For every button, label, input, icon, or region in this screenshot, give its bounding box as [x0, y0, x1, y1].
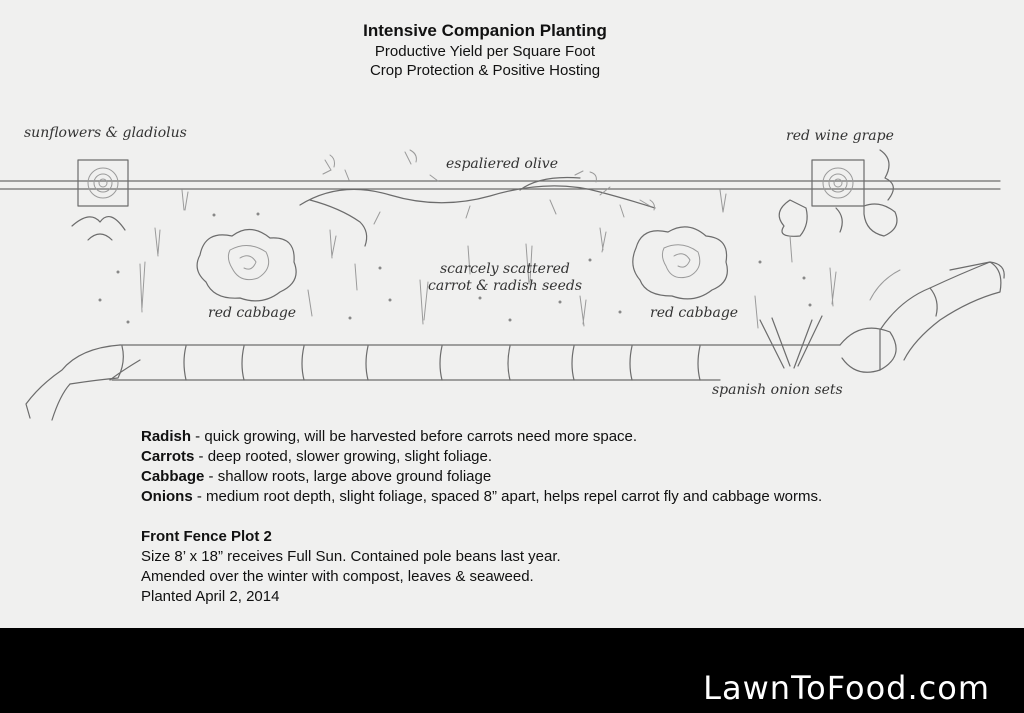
notes-block: Radish - quick growing, will be harveste…	[141, 427, 961, 607]
plot-line: Size 8’ x 18” receives Full Sun. Contain…	[141, 548, 561, 565]
brand-watermark: LawnToFood.com	[703, 669, 990, 707]
plot-line: Planted April 2, 2014	[141, 588, 280, 605]
subtitle-line: Crop Protection & Positive Hosting	[369, 62, 601, 79]
note-cabbage: Cabbage - shallow roots, large above gro…	[141, 467, 961, 487]
label-seeds-line1: scarcely scattered	[440, 261, 570, 277]
label-grape: red wine grape	[786, 128, 894, 144]
cabbage-right-icon	[632, 226, 728, 300]
plot-heading: Front Fence Plot 2	[141, 527, 961, 547]
note-term: Carrots	[141, 448, 195, 465]
label-onions: spanish onion sets	[712, 382, 843, 398]
onion-sets-icon	[759, 315, 823, 369]
note-term: Radish	[141, 428, 192, 445]
spacer	[141, 507, 961, 527]
fence	[0, 180, 1001, 190]
label-olive: espaliered olive	[446, 156, 558, 172]
stone-border	[25, 261, 1005, 421]
note-term: Onions	[141, 488, 193, 505]
note-carrots: Carrots - deep rooted, slower growing, s…	[141, 447, 961, 467]
plot-line: Amended over the winter with compost, le…	[141, 568, 534, 585]
garden-bed-sketch	[0, 149, 1005, 421]
note-text: - shallow roots, large above ground foli…	[204, 468, 492, 485]
olive-vine-icon	[299, 149, 656, 247]
note-onions: Onions - medium root depth, slight folia…	[141, 487, 961, 507]
note-text: - medium root depth, slight foliage, spa…	[192, 488, 823, 505]
cabbage-left-icon	[196, 228, 297, 302]
note-term: Cabbage	[141, 468, 205, 485]
label-seeds-line2: carrot & radish seeds	[428, 278, 583, 294]
label-cabbage-left: red cabbage	[208, 305, 297, 321]
sketch-paper: Intensive Companion Planting Productive …	[0, 20, 1005, 607]
title-block: Intensive Companion Planting Productive …	[285, 20, 685, 80]
page-title: Intensive Companion Planting	[363, 21, 607, 40]
seedling-sprouts	[98, 189, 837, 329]
plot-heading-text: Front Fence Plot 2	[141, 528, 272, 545]
subtitle-line: Productive Yield per Square Foot	[374, 43, 596, 60]
label-cabbage-right: red cabbage	[650, 305, 739, 321]
note-text: - deep rooted, slower growing, slight fo…	[194, 448, 493, 465]
note-text: - quick growing, will be harvested befor…	[191, 428, 638, 445]
label-sunflowers: sunflowers & gladiolus	[24, 125, 187, 141]
footer-bar: LawnToFood.com	[0, 628, 1024, 713]
note-radish: Radish - quick growing, will be harveste…	[141, 427, 961, 447]
grape-post-icon	[778, 149, 898, 237]
sunflower-post-icon	[71, 159, 129, 241]
